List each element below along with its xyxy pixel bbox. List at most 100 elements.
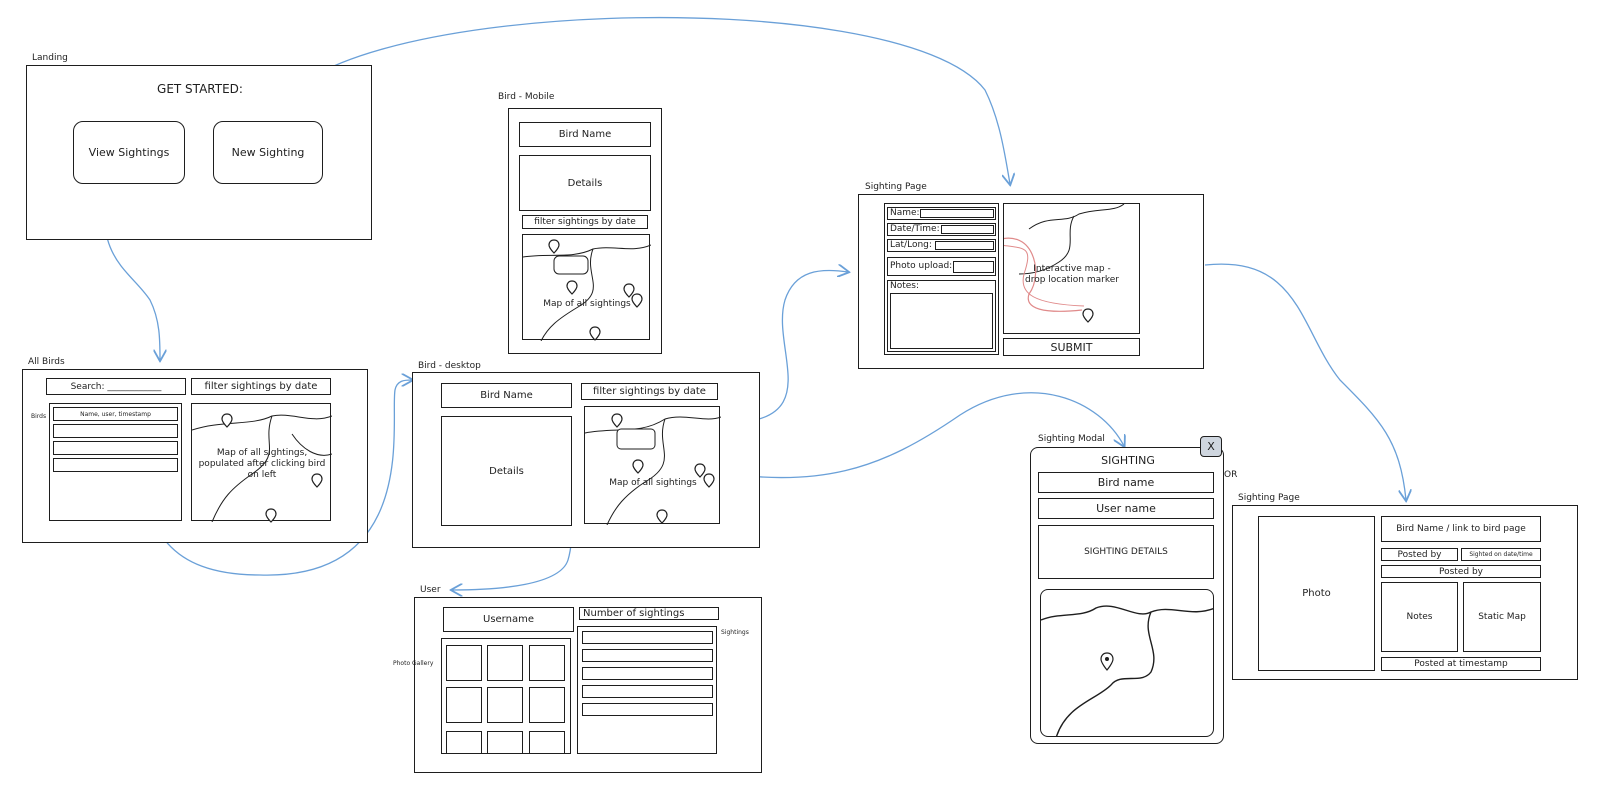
filter-by-date[interactable]: filter sightings by date — [522, 215, 648, 229]
sightings-map[interactable]: Map of all sightings, populated after cl… — [191, 403, 332, 522]
photo-thumb[interactable] — [446, 731, 482, 753]
notes-label: Notes: — [890, 281, 920, 291]
location-pin-icon — [1100, 652, 1114, 671]
posted-by: Posted by — [1381, 548, 1458, 561]
landing-heading: GET STARTED: — [157, 82, 243, 96]
modal-close-button[interactable]: X — [1200, 436, 1222, 457]
map-caption: Map of all sightings — [543, 299, 631, 309]
map-caption: Interactive map - drop location marker — [1025, 264, 1119, 285]
list-item[interactable] — [53, 441, 178, 455]
modal-map[interactable] — [1040, 589, 1214, 737]
photo-thumb[interactable] — [529, 731, 565, 753]
bird-details: Details — [441, 416, 572, 526]
photo-gallery — [441, 638, 571, 754]
sighting-modal-caption: Sighting Modal — [1038, 434, 1105, 444]
name-input[interactable] — [920, 209, 994, 218]
landing-frame: GET STARTED: View Sightings New Sighting — [26, 65, 372, 240]
bird-desktop-frame: Bird Name Details filter sightings by da… — [412, 372, 760, 548]
arrow-form-to-view — [1204, 263, 1406, 500]
modal-bird-name: Bird name — [1038, 472, 1214, 493]
search-input[interactable]: Search: ____________ — [46, 378, 186, 395]
birds-list-label: Birds — [31, 413, 47, 420]
latlong-row: Lat/Long: — [887, 239, 996, 252]
list-item[interactable] — [582, 631, 713, 644]
sighting-view-frame: Photo Bird Name / link to bird page Post… — [1232, 505, 1578, 680]
photo-upload[interactable] — [953, 261, 994, 273]
list-item[interactable] — [582, 685, 713, 698]
photo-label: Photo upload: — [890, 261, 953, 271]
form-panel: Name: Date/Time: Lat/Long: Photo upload:… — [884, 203, 999, 355]
static-map: Static Map — [1463, 582, 1541, 652]
sighting-photo: Photo — [1258, 516, 1375, 671]
photo-thumb[interactable] — [487, 645, 523, 681]
notes-row: Notes: — [887, 280, 996, 352]
map-lines — [1004, 204, 1125, 312]
bird-desktop-caption: Bird - desktop — [418, 361, 481, 371]
notes: Notes — [1381, 582, 1458, 652]
new-sighting-button[interactable]: New Sighting — [213, 121, 323, 184]
map-caption: Map of all sightings, populated after cl… — [198, 448, 326, 480]
photo-gallery-label: Photo Gallery — [393, 660, 434, 667]
bird-name: Bird Name — [441, 383, 572, 408]
map-lines — [523, 244, 651, 341]
posted-at: Posted at timestamp — [1381, 657, 1541, 671]
sightings-label: Sightings — [721, 629, 749, 636]
filter-by-date[interactable]: filter sightings by date — [191, 378, 331, 395]
username: Username — [443, 607, 574, 632]
latlong-input[interactable] — [935, 241, 994, 250]
datetime-input[interactable] — [941, 225, 994, 234]
birds-list: Name, user, timestamp — [49, 403, 182, 521]
sightings-map[interactable]: Map of all sightings — [584, 406, 721, 525]
photo-thumb[interactable] — [446, 687, 482, 723]
list-item[interactable] — [582, 667, 713, 680]
photo-thumb[interactable] — [487, 731, 523, 753]
modal-sighting-details: SIGHTING DETAILS — [1038, 525, 1214, 579]
all-birds-caption: All Birds — [28, 357, 65, 367]
sighting-form-caption: Sighting Page — [865, 182, 927, 192]
notes-input[interactable] — [890, 293, 993, 349]
photo-thumb[interactable] — [446, 645, 482, 681]
modal-user-name: User name — [1038, 498, 1214, 519]
or-label: OR — [1224, 470, 1238, 480]
map-lines — [192, 414, 332, 522]
user-caption: User — [420, 585, 441, 595]
all-birds-frame: Search: ____________ filter sightings by… — [22, 369, 368, 543]
sightings-list — [577, 626, 717, 754]
interactive-map[interactable]: Interactive map - drop location marker — [1003, 203, 1140, 334]
photo-thumb[interactable] — [529, 645, 565, 681]
photo-thumb[interactable] — [487, 687, 523, 723]
name-label: Name: — [890, 208, 920, 218]
bird-name: Bird Name — [519, 122, 651, 147]
photo-thumb[interactable] — [529, 687, 565, 723]
map-lines — [585, 416, 721, 525]
sighting-view-caption: Sighting Page — [1238, 493, 1300, 503]
posted-by-row: Posted by — [1381, 565, 1541, 578]
user-frame: Username Number of sightings Sightings P… — [393, 597, 762, 773]
latlong-label: Lat/Long: — [890, 240, 932, 250]
datetime-label: Date/Time: — [890, 224, 940, 234]
landing-caption: Landing — [32, 53, 68, 63]
sightings-map[interactable]: Map of all sightings — [522, 234, 651, 341]
view-sightings-button[interactable]: View Sightings — [73, 121, 185, 184]
sighted-on: Sighted on date/time — [1461, 548, 1541, 561]
datetime-row: Date/Time: — [887, 223, 996, 236]
number-of-sightings: Number of sightings — [579, 607, 719, 620]
name-row: Name: — [887, 207, 996, 220]
bird-mobile-caption: Bird - Mobile — [498, 92, 555, 102]
photo-row: Photo upload: — [887, 257, 996, 276]
map-lines — [1041, 605, 1213, 736]
modal-title: SIGHTING — [1101, 454, 1155, 467]
submit-button[interactable]: SUBMIT — [1003, 338, 1140, 356]
bird-mobile-frame: Bird Name Details filter sightings by da… — [508, 108, 662, 354]
sighting-modal-frame: SIGHTING Bird name User name SIGHTING DE… — [1030, 447, 1224, 744]
list-item[interactable]: Name, user, timestamp — [53, 407, 178, 421]
bird-details: Details — [519, 155, 651, 211]
list-item[interactable] — [53, 458, 178, 472]
sighting-form-frame: Name: Date/Time: Lat/Long: Photo upload:… — [858, 194, 1204, 369]
list-item[interactable] — [582, 703, 713, 716]
list-item[interactable] — [53, 424, 178, 438]
map-caption: Map of all sightings — [609, 478, 697, 488]
list-item[interactable] — [582, 649, 713, 662]
bird-page-link[interactable]: Bird Name / link to bird page — [1381, 516, 1541, 542]
filter-by-date[interactable]: filter sightings by date — [581, 383, 718, 400]
